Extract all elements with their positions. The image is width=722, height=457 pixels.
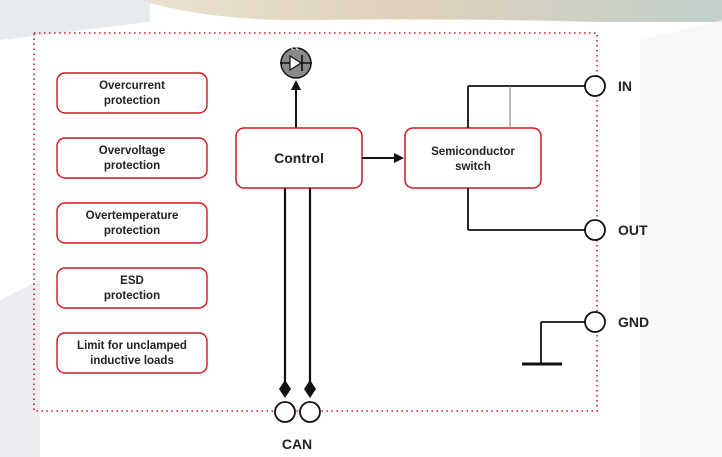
protection-box-inductive-loads: Limit for unclamped inductive loads xyxy=(56,332,208,374)
protection-label-1: ESD xyxy=(120,275,144,287)
can-diamond-1 xyxy=(279,380,291,398)
out-wire xyxy=(467,188,585,231)
in-terminal xyxy=(584,75,606,97)
in-wire xyxy=(467,85,585,128)
protection-label-2: protection xyxy=(104,95,160,107)
protection-label-1: Overtemperature xyxy=(86,210,179,222)
gnd-wire xyxy=(522,321,585,366)
switch-label-1: Semiconductor xyxy=(431,146,515,158)
gnd-terminal xyxy=(584,311,606,333)
can-terminal-1 xyxy=(274,401,296,423)
can-terminal-2 xyxy=(299,401,321,423)
protection-label-2: protection xyxy=(104,225,160,237)
protection-box-overcurrent: Overcurrent protection xyxy=(56,72,208,114)
out-terminal xyxy=(584,219,606,241)
device-boundary xyxy=(33,32,598,412)
can-diamond-2 xyxy=(304,380,316,398)
control-label: Control xyxy=(274,150,324,166)
control-block: Control xyxy=(235,127,363,189)
gnd-label: GND xyxy=(618,314,649,330)
out-label: OUT xyxy=(618,222,648,238)
protection-label-2: protection xyxy=(104,160,160,172)
protection-label-1: Overcurrent xyxy=(99,80,165,92)
protection-label-1: Limit for unclamped xyxy=(77,340,187,352)
protection-label-1: Overvoltage xyxy=(99,145,165,157)
protection-label-2: inductive loads xyxy=(90,355,174,367)
in-label: IN xyxy=(618,78,632,94)
led-icon xyxy=(280,44,312,79)
switch-label-2: switch xyxy=(455,161,491,173)
protection-box-overvoltage: Overvoltage protection xyxy=(56,137,208,179)
protection-box-esd: ESD protection xyxy=(56,267,208,309)
can-label: CAN xyxy=(282,436,312,452)
protection-label-2: protection xyxy=(104,290,160,302)
protection-box-overtemperature: Overtemperature protection xyxy=(56,202,208,244)
semiconductor-switch-block: Semiconductor switch xyxy=(404,127,542,189)
can-bus-lines xyxy=(283,188,312,383)
